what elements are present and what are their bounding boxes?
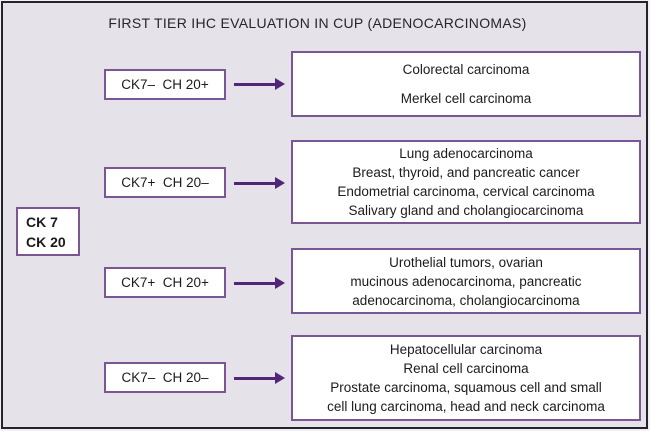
diagnosis-line: Urothelial tumors, ovarian <box>389 254 543 270</box>
diagnosis-line: Breast, thyroid, and pancreatic cancer <box>352 165 580 180</box>
right-arrow-icon <box>234 78 285 90</box>
right-arrow-icon <box>234 277 285 289</box>
trunk-label-line: CK 20 <box>26 233 66 250</box>
arrow-shaft <box>234 376 277 380</box>
ck7-ck20-trunk-box: CK 7 CK 20 <box>16 207 80 256</box>
marker-label: CK7– CH 20+ <box>121 77 209 92</box>
diagnosis-line: Salivary gland and cholangiocarcinoma <box>348 203 584 218</box>
diagnosis-line: Endometrial carcinoma, cervical carcinom… <box>337 184 595 199</box>
diagnosis-line: mucinous adenocarcinoma, pancreatic <box>350 273 582 289</box>
marker-box-ck7pos-ck20pos: CK7+ CH 20+ <box>104 267 226 298</box>
arrow-head <box>275 177 285 189</box>
marker-label: CK7– CH 20– <box>121 370 209 385</box>
target-box-row2: Lung adenocarcinoma Breast, thyroid, and… <box>291 140 641 224</box>
diagnosis-line: cell lung carcinoma, head and neck carci… <box>327 399 605 414</box>
diagnosis-line: Prostate carcinoma, squamous cell and sm… <box>330 380 602 395</box>
diagnosis-line: Renal cell carcinoma <box>403 361 529 376</box>
arrow-shaft <box>234 181 277 185</box>
marker-label: CK7+ CH 20– <box>121 175 209 190</box>
arrow-head <box>275 372 285 384</box>
arrow-shaft <box>234 281 277 285</box>
target-box-row4: Hepatocellular carcinoma Renal cell carc… <box>291 335 641 421</box>
arrow-head <box>275 78 285 90</box>
diagnosis-line: adenocarcinoma, cholangiocarcinoma <box>352 292 580 308</box>
marker-label: CK7+ CH 20+ <box>121 275 209 290</box>
target-box-row1: Colorectal carcinoma Merkel cell carcino… <box>291 51 641 117</box>
diagnosis-line: Colorectal carcinoma <box>402 62 530 77</box>
arrow-shaft <box>234 82 277 86</box>
diagnosis-line: Hepatocellular carcinoma <box>389 342 543 357</box>
right-arrow-icon <box>234 372 285 384</box>
diagnosis-line: Merkel cell carcinoma <box>400 91 532 106</box>
trunk-label-line: CK 7 <box>26 213 58 230</box>
marker-box-ck7neg-ck20pos: CK7– CH 20+ <box>104 69 226 100</box>
marker-box-ck7neg-ck20neg: CK7– CH 20– <box>104 362 226 393</box>
marker-box-ck7pos-ck20neg: CK7+ CH 20– <box>104 167 226 198</box>
right-arrow-icon <box>234 177 285 189</box>
target-box-row3: Urothelial tumors, ovarian mucinous aden… <box>291 248 641 314</box>
diagram-title: FIRST TIER IHC EVALUATION IN CUP (ADENOC… <box>108 15 527 31</box>
arrow-head <box>275 277 285 289</box>
diagnosis-line: Lung adenocarcinoma <box>399 146 533 161</box>
